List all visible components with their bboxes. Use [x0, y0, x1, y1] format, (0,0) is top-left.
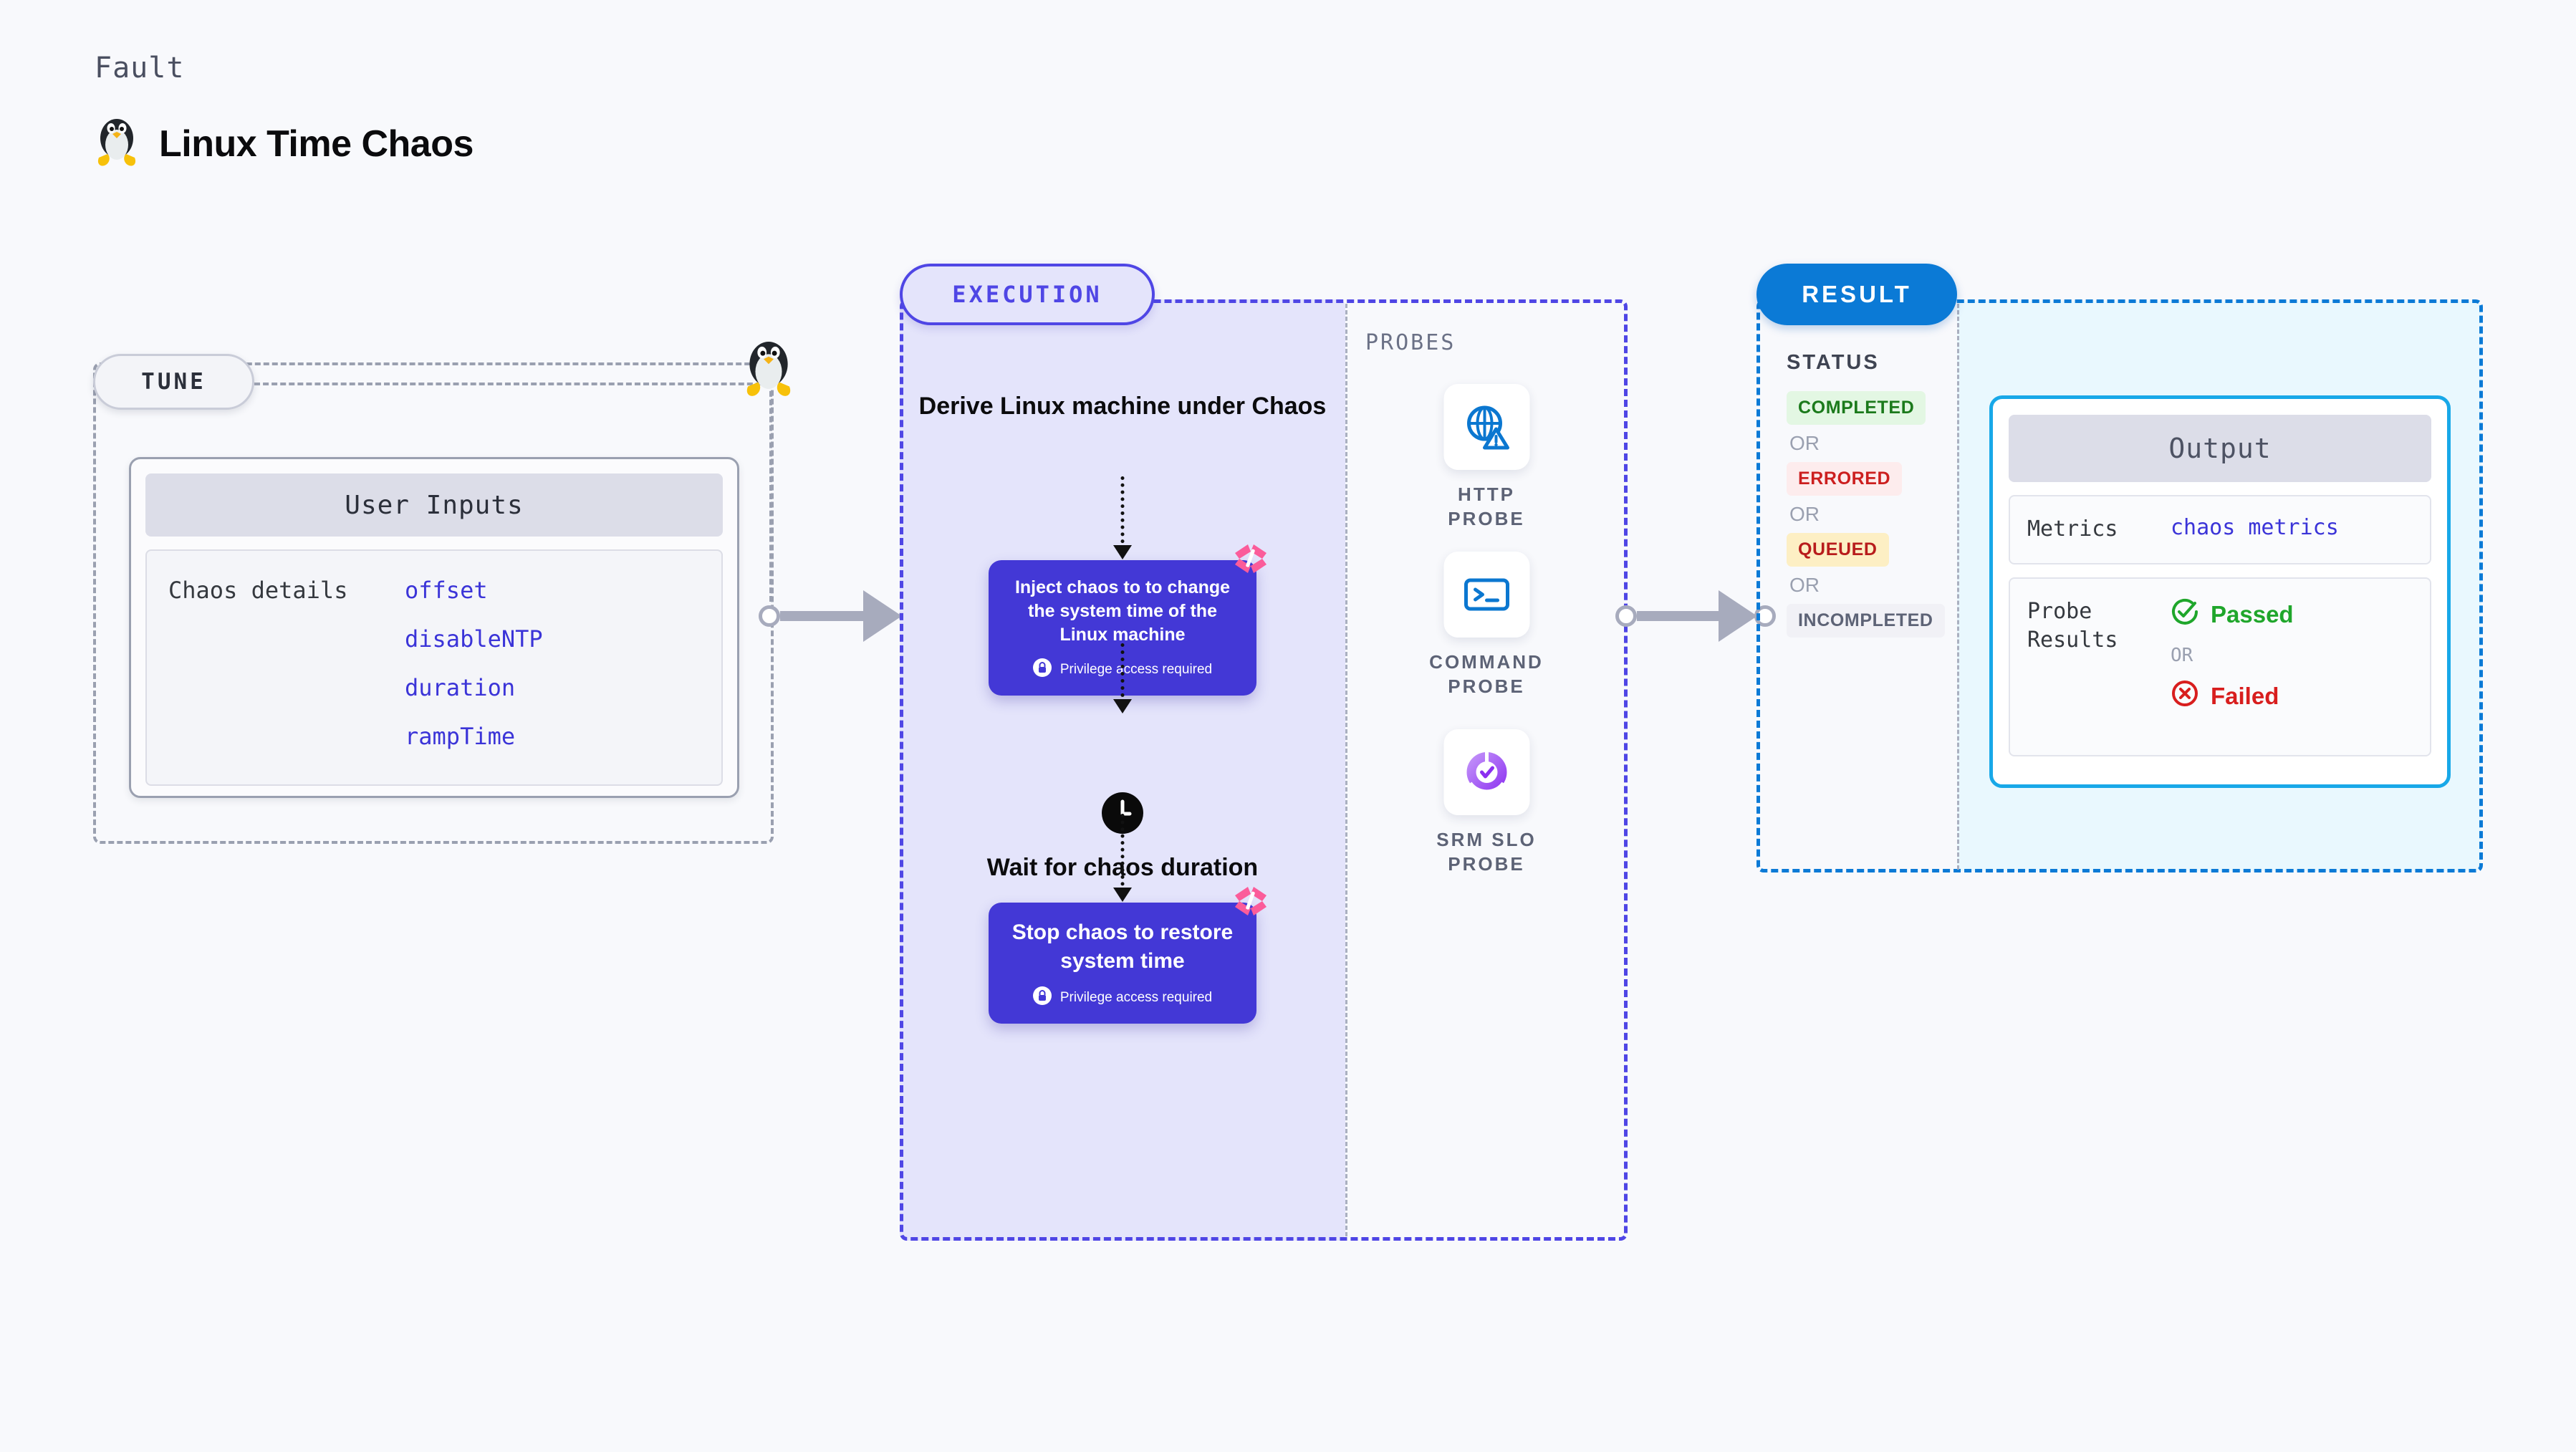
user-inputs-header: User Inputs — [145, 473, 723, 537]
probe-item-http[interactable]: HTTP PROBE — [1416, 384, 1557, 532]
chaos-details-label: Chaos details — [168, 577, 348, 604]
metrics-row: Metrics chaos metrics — [2009, 495, 2431, 564]
slo-gauge-check-icon — [1443, 729, 1529, 815]
result-pill-label: RESULT — [1756, 264, 1957, 325]
probe-results-row: Probe Results Passed OR — [2009, 577, 2431, 756]
metrics-key: Metrics — [2027, 516, 2118, 542]
execution-fill — [900, 299, 1345, 1241]
tune-pill-label: TUNE — [93, 354, 254, 410]
status-badge-incompleted: INCOMPLETED — [1787, 604, 1945, 638]
status-section-label: STATUS — [1787, 351, 1880, 374]
status-or-3: OR — [1789, 574, 1820, 596]
arrowhead-icon — [1719, 590, 1757, 642]
status-or-2: OR — [1789, 503, 1820, 525]
execution-to-result-arrow — [1615, 590, 1776, 642]
status-column: STATUS COMPLETED OR ERRORED OR QUEUED OR… — [1756, 299, 1957, 872]
execution-container — [900, 299, 1628, 1241]
arrowhead-icon — [1113, 699, 1132, 713]
tune-container — [93, 362, 774, 844]
output-panel: Output Metrics chaos metrics Probe Resul… — [1989, 395, 2451, 788]
probe-verdict-list: Passed OR Failed — [2171, 597, 2294, 713]
chaos-parameter-list: offset disableNTP duration rampTime — [405, 577, 543, 759]
connector-dot-start — [1615, 605, 1637, 627]
connector-line — [780, 611, 865, 621]
tune-to-tux-connector — [254, 383, 770, 385]
verdict-or: OR — [2171, 644, 2193, 666]
terminal-icon — [1443, 552, 1529, 638]
tux-vertical-connector — [769, 383, 772, 602]
user-inputs-card: User Inputs Chaos details offset disable… — [129, 457, 739, 798]
verdict-failed: Failed — [2171, 679, 2294, 713]
lock-icon — [1032, 658, 1052, 681]
globe-warning-icon — [1443, 384, 1529, 470]
result-container — [1756, 299, 2483, 872]
linux-penguin-icon — [95, 115, 139, 173]
page-title: Linux Time Chaos — [159, 122, 474, 165]
chaos-details-row: Chaos details offset disableNTP duration… — [145, 549, 723, 786]
stop-chaos-title: Stop chaos to restore system time — [1011, 920, 1234, 973]
status-or-1: OR — [1789, 432, 1820, 454]
execution-pill-label: EXECUTION — [900, 264, 1155, 325]
param-ramptime[interactable]: rampTime — [405, 723, 516, 750]
derive-step-label: Derive Linux machine under Chaos — [918, 393, 1327, 420]
probe-label-http: HTTP PROBE — [1448, 484, 1525, 529]
check-circle-icon — [2171, 597, 2199, 632]
probe-item-command[interactable]: COMMAND PROBE — [1416, 552, 1557, 699]
probes-column: PROBES HTTP PROBE — [1345, 299, 1628, 1241]
status-badge-list: COMPLETED OR ERRORED OR QUEUED OR INCOMP… — [1787, 391, 1945, 638]
verdict-passed-label: Passed — [2211, 600, 2294, 628]
harness-logo-icon — [1232, 884, 1269, 922]
probe-label-command: COMMAND PROBE — [1429, 651, 1544, 697]
verdict-passed: Passed — [2171, 597, 2294, 632]
status-badge-completed: COMPLETED — [1787, 391, 1926, 425]
flow-connector-2 — [1120, 643, 1125, 704]
fault-kicker-label: Fault — [95, 52, 185, 85]
arrowhead-icon — [1113, 888, 1132, 902]
probes-divider — [1345, 304, 1347, 1236]
connector-dot-start — [759, 605, 780, 627]
param-offset[interactable]: offset — [405, 577, 488, 604]
flow-connector-1 — [1120, 476, 1125, 550]
probe-label-srm-slo: SRM SLO PROBE — [1436, 829, 1537, 875]
tune-to-execution-arrow — [759, 590, 921, 642]
probe-results-key: Probe Results — [2027, 598, 2118, 653]
stop-chaos-card[interactable]: Stop chaos to restore system time Privil… — [989, 887, 1267, 1024]
inject-privilege-text: Privilege access required — [1059, 662, 1213, 677]
metrics-value-link[interactable]: chaos metrics — [2171, 515, 2339, 540]
inject-chaos-title: Inject chaos to to change the system tim… — [1014, 577, 1231, 645]
param-disablentp[interactable]: disableNTP — [405, 625, 543, 653]
stop-privilege-text: Privilege access required — [1059, 990, 1213, 1006]
connector-line — [1637, 611, 1720, 621]
flow-connector-3 — [1120, 814, 1125, 893]
page-title-row: Linux Time Chaos — [95, 115, 474, 173]
probes-section-label: PROBES — [1365, 330, 1456, 355]
execution-flow-column: Derive Linux machine under Chaos Inject … — [900, 299, 1345, 1241]
arrowhead-icon — [1113, 545, 1132, 559]
output-header: Output — [2009, 415, 2431, 482]
stop-privilege-note: Privilege access required — [1003, 986, 1242, 1009]
status-divider — [1957, 304, 1959, 870]
probe-item-srm-slo[interactable]: SRM SLO PROBE — [1416, 729, 1557, 877]
status-badge-errored: ERRORED — [1787, 462, 1903, 496]
arrowhead-icon — [863, 590, 902, 642]
status-badge-queued: QUEUED — [1787, 533, 1889, 567]
lock-icon — [1032, 986, 1052, 1009]
verdict-failed-label: Failed — [2211, 682, 2279, 709]
x-circle-icon — [2171, 679, 2199, 713]
linux-penguin-icon — [742, 337, 795, 403]
inject-privilege-note: Privilege access required — [1003, 658, 1242, 681]
harness-logo-icon — [1232, 542, 1269, 580]
param-duration[interactable]: duration — [405, 674, 516, 701]
